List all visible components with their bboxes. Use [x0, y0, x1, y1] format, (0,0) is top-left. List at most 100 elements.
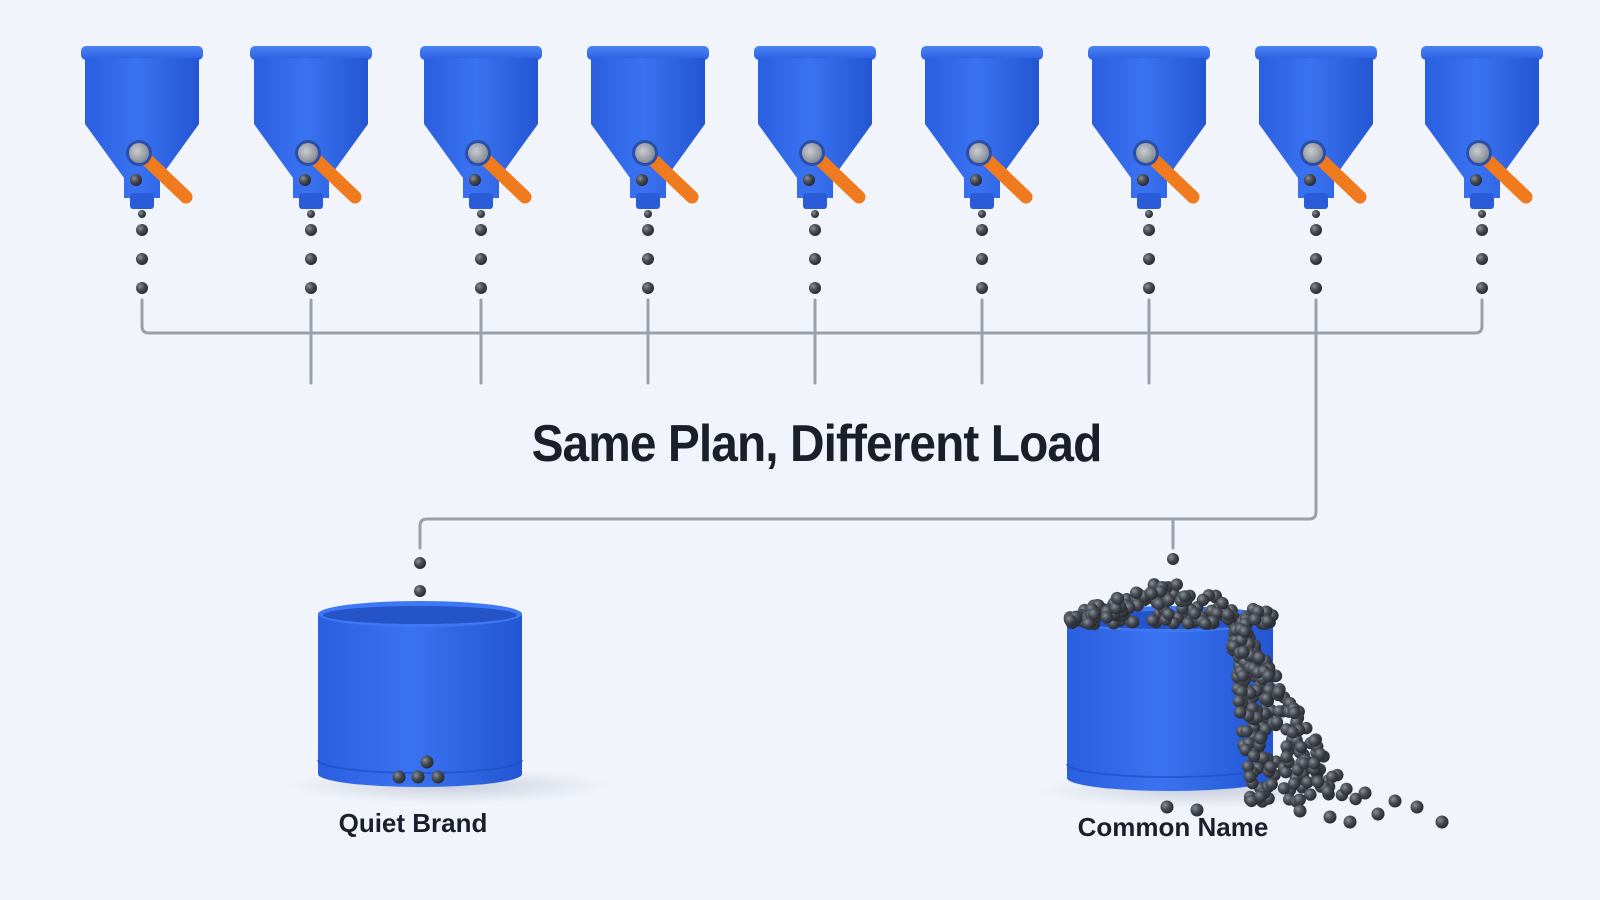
- ball: [130, 174, 142, 186]
- ball: [1130, 586, 1143, 599]
- ball: [809, 253, 821, 265]
- hopper-body: [1259, 58, 1373, 198]
- valve-knob: [1136, 143, 1156, 163]
- ball: [1343, 815, 1357, 829]
- valve-handle: [1309, 148, 1367, 204]
- ball: [477, 210, 485, 218]
- ball: [1254, 790, 1267, 803]
- ball: [1270, 715, 1284, 729]
- valve-knob: [635, 143, 655, 163]
- ball: [1199, 617, 1212, 630]
- ball: [305, 253, 317, 265]
- ball: [420, 755, 434, 769]
- ball: [1162, 593, 1176, 607]
- ball: [1321, 785, 1335, 798]
- ball: [1143, 282, 1155, 294]
- ball: [1358, 786, 1372, 800]
- bin-quiet-brand: [288, 601, 612, 804]
- bin-label-quiet-brand: Quiet Brand: [338, 808, 488, 838]
- ball: [1304, 174, 1316, 186]
- ball: [1297, 757, 1311, 770]
- valve-knob: [1469, 143, 1489, 163]
- ball: [1234, 706, 1247, 719]
- ball: [1277, 782, 1291, 795]
- ball: [1146, 614, 1159, 627]
- hopper-icon: [250, 46, 372, 209]
- ball: [1190, 803, 1204, 817]
- ball: [1410, 800, 1424, 814]
- ball: [642, 282, 654, 294]
- ball: [1082, 617, 1095, 630]
- ball: [1240, 724, 1253, 738]
- ball: [1241, 760, 1255, 773]
- ball: [1145, 210, 1153, 218]
- valve-handle: [808, 148, 866, 204]
- ball: [1221, 608, 1235, 621]
- ball: [970, 174, 982, 186]
- ball: [1272, 705, 1286, 718]
- hopper-body: [1425, 58, 1539, 198]
- ball: [1323, 810, 1337, 824]
- ball: [1261, 614, 1274, 628]
- ball: [1476, 253, 1488, 265]
- ball: [1340, 782, 1353, 796]
- ball: [1388, 794, 1402, 808]
- hopper-rim: [754, 46, 876, 60]
- ball: [475, 253, 487, 265]
- valve-handle: [135, 148, 193, 204]
- valve-knob: [298, 143, 318, 163]
- ball: [1294, 740, 1308, 754]
- ball: [1371, 807, 1385, 821]
- ball: [1286, 726, 1299, 739]
- ball: [1160, 800, 1174, 814]
- valve-knob: [1303, 143, 1323, 163]
- ball: [475, 224, 487, 236]
- ball: [1235, 685, 1248, 698]
- bin-body: [1067, 619, 1273, 791]
- hopper-body: [591, 58, 705, 198]
- valve-handle: [1475, 148, 1533, 204]
- ball: [299, 174, 311, 186]
- ball: [1280, 740, 1293, 753]
- ball: [1310, 224, 1322, 236]
- hopper-spout: [469, 193, 493, 209]
- ball: [1216, 597, 1229, 610]
- ball: [1476, 282, 1488, 294]
- ball: [1308, 757, 1321, 770]
- ball: [1476, 224, 1488, 236]
- ball: [136, 253, 148, 265]
- ball: [1287, 777, 1301, 790]
- ball: [1188, 607, 1202, 620]
- feed-pipe: [418, 298, 1318, 550]
- hopper-row: [81, 46, 1543, 209]
- ball: [1196, 593, 1210, 607]
- hopper-icon: [81, 46, 203, 209]
- ball: [411, 770, 425, 784]
- hopper-spout: [1470, 193, 1494, 209]
- ball: [1170, 578, 1183, 591]
- hopper-rim: [420, 46, 542, 60]
- valve-handle: [304, 148, 362, 204]
- bin-opening: [323, 606, 517, 624]
- ball: [1162, 607, 1175, 621]
- valve-knob: [802, 143, 822, 163]
- ball: [636, 174, 648, 186]
- hopper-body: [1092, 58, 1206, 198]
- ball: [1293, 804, 1307, 818]
- ball: [1312, 210, 1320, 218]
- ball: [1143, 224, 1155, 236]
- ball: [475, 282, 487, 294]
- hopper-rim: [250, 46, 372, 60]
- ball: [1111, 592, 1125, 605]
- ball: [307, 210, 315, 218]
- ball: [1280, 750, 1293, 764]
- ball: [1349, 792, 1362, 806]
- ball: [305, 282, 317, 294]
- hopper-rim: [1421, 46, 1543, 60]
- ball: [976, 224, 988, 236]
- ball: [1064, 614, 1077, 627]
- valve-handle: [975, 148, 1033, 204]
- hopper-rim: [587, 46, 709, 60]
- hopper-icon: [921, 46, 1043, 209]
- hopper-spout: [636, 193, 660, 209]
